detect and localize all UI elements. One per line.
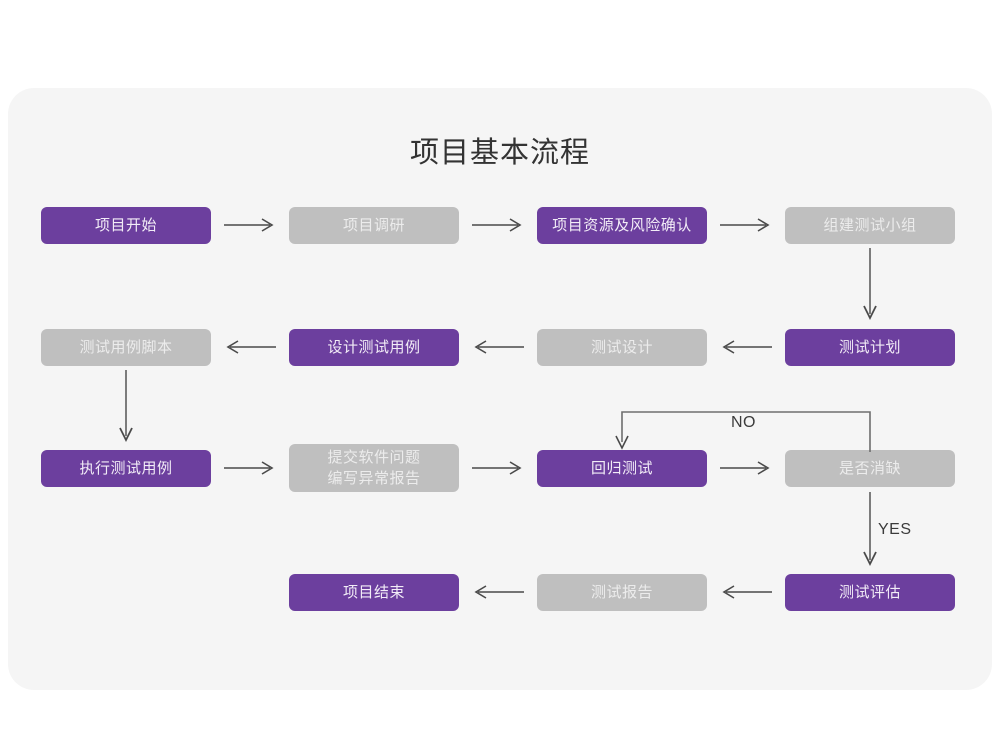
node-test-plan[interactable]: 测试计划 [785, 329, 955, 366]
node-project-research[interactable]: 项目调研 [289, 207, 459, 244]
node-project-end[interactable]: 项目结束 [289, 574, 459, 611]
edge-label-yes: YES [878, 521, 912, 538]
node-defect-cleared-decision[interactable]: 是否消缺 [785, 450, 955, 487]
node-test-design[interactable]: 测试设计 [537, 329, 707, 366]
node-build-test-team[interactable]: 组建测试小组 [785, 207, 955, 244]
node-submit-issue-report[interactable]: 提交软件问题 编写异常报告 [289, 444, 459, 492]
node-test-report[interactable]: 测试报告 [537, 574, 707, 611]
node-regression-test[interactable]: 回归测试 [537, 450, 707, 487]
node-test-evaluation[interactable]: 测试评估 [785, 574, 955, 611]
node-design-testcase[interactable]: 设计测试用例 [289, 329, 459, 366]
node-testcase-script[interactable]: 测试用例脚本 [41, 329, 211, 366]
node-resource-risk-confirm[interactable]: 项目资源及风险确认 [537, 207, 707, 244]
page-title: 项目基本流程 [409, 137, 590, 169]
node-project-start[interactable]: 项目开始 [41, 207, 211, 244]
node-execute-testcase[interactable]: 执行测试用例 [41, 450, 211, 487]
edge-label-no: NO [731, 414, 756, 431]
